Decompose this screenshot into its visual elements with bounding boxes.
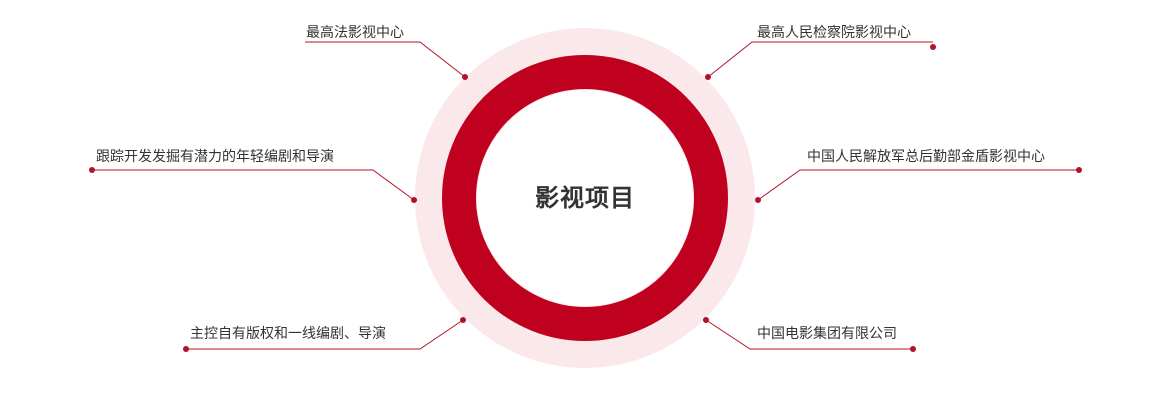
connector-top-left xyxy=(305,41,468,80)
connector-mid-left xyxy=(89,167,417,203)
label-jindun-film-center: 中国人民解放军总后勤部金盾影视中心 xyxy=(807,149,1045,165)
connector-top-right xyxy=(705,41,936,80)
red-ring xyxy=(442,55,728,341)
label-young-talent-development: 跟踪开发发掘有潜力的年轻编剧和导演 xyxy=(96,149,334,165)
label-procuratorate-film-center: 最高人民检察院影视中心 xyxy=(757,25,911,41)
connector-mid-right xyxy=(755,167,1082,203)
label-supreme-court-film-center: 最高法影视中心 xyxy=(306,25,404,41)
label-owned-copyright: 主控自有版权和一线编剧、导演 xyxy=(190,326,386,342)
center-title: 影视项目 xyxy=(535,184,635,212)
connector-bottom-left xyxy=(183,317,466,352)
label-china-film-group: 中国电影集团有限公司 xyxy=(757,326,897,342)
connector-bottom-right xyxy=(703,317,916,352)
inner-disc xyxy=(477,90,693,306)
